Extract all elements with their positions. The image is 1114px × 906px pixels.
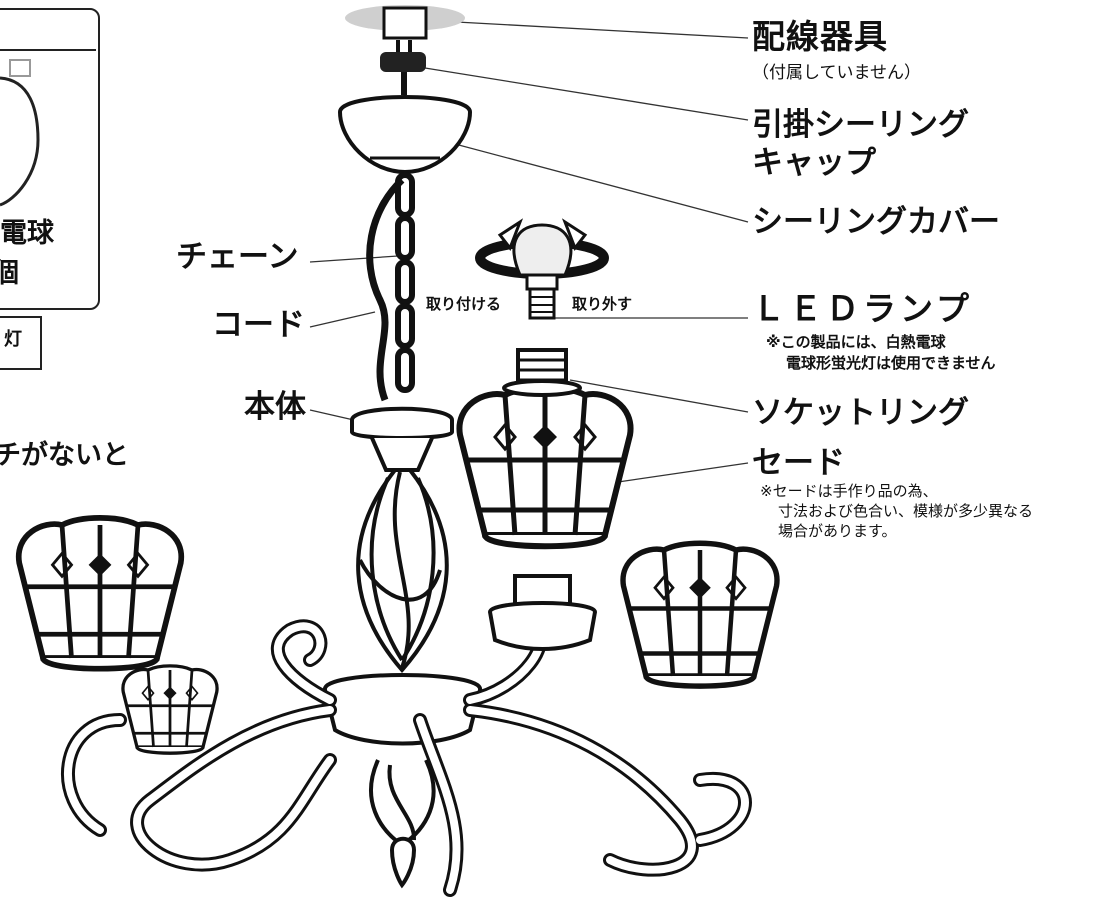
label-ceiling-cap-2: キャップ bbox=[752, 145, 876, 181]
socket-cup-icon bbox=[487, 601, 598, 651]
label-ceiling-cover: シーリングカバー bbox=[752, 204, 1000, 240]
label-led-note-1: ※この製品には、白熱電球 bbox=[766, 333, 946, 351]
ceiling-cap-icon bbox=[380, 52, 426, 72]
label-body: 本体 bbox=[244, 389, 306, 425]
left-bulb-caption-1: 電球 bbox=[0, 218, 54, 249]
bulb-outline-icon bbox=[0, 76, 40, 207]
label-wiring-device: 配線器具 bbox=[752, 17, 888, 56]
label-chain: チェーン bbox=[176, 239, 299, 275]
leader-lines bbox=[309, 19, 749, 483]
label-shade-note-2: 寸法および色合い、模様が多少異なる bbox=[778, 502, 1034, 520]
bulb-base-icon bbox=[9, 59, 31, 77]
lamp-count-box bbox=[0, 316, 42, 370]
body-neck-icon bbox=[370, 437, 434, 472]
cap-prongs-icon bbox=[396, 40, 412, 52]
label-ceiling-cap-1: 引掛シーリング bbox=[752, 107, 969, 143]
left-partial-text: チがないと bbox=[0, 440, 129, 471]
label-socket-ring: ソケットリング bbox=[752, 395, 969, 431]
label-shade-note-3: 場合があります。 bbox=[778, 522, 897, 540]
shade-center-icon bbox=[459, 388, 630, 547]
lower-cage-icon bbox=[369, 759, 436, 848]
ceiling-cover-icon bbox=[337, 95, 473, 175]
shade-right-icon bbox=[623, 543, 777, 686]
leader-wiring bbox=[419, 19, 749, 39]
leader-shade bbox=[617, 462, 749, 483]
shade-back-left-icon bbox=[121, 664, 219, 755]
hub-icon bbox=[323, 673, 482, 746]
label-cord: コード bbox=[212, 307, 305, 343]
cord-icon bbox=[366, 177, 405, 402]
wiring-device-icon bbox=[382, 6, 428, 40]
rotate-right-arrow-icon bbox=[561, 218, 588, 252]
label-shade: セード bbox=[752, 445, 845, 481]
leader-cord bbox=[309, 311, 376, 328]
body-cup-icon bbox=[350, 406, 454, 440]
label-attach: 取り付ける bbox=[426, 295, 502, 313]
label-shade-note-1: ※セードは手作り品の為、 bbox=[760, 482, 938, 500]
leader-chain bbox=[309, 255, 399, 263]
label-led-lamp: ＬＥＤランプ bbox=[752, 289, 974, 328]
shade-left-icon bbox=[19, 518, 182, 669]
body-cage-icon bbox=[356, 468, 449, 674]
chain-icon bbox=[395, 172, 415, 393]
leader-socket bbox=[569, 379, 749, 413]
left-bulb-caption-2: 個 bbox=[0, 258, 19, 289]
leader-cover bbox=[439, 139, 749, 223]
socket-ring-icon bbox=[502, 348, 582, 397]
left-lamp-box-text: 灯 bbox=[4, 329, 22, 350]
label-led-note-2: 電球形蛍光灯は使用できません bbox=[786, 354, 996, 372]
finial-icon bbox=[389, 836, 417, 889]
leader-cap bbox=[424, 67, 749, 121]
rotate-left-arrow-icon bbox=[497, 218, 524, 252]
led-lamp-icon bbox=[475, 223, 609, 320]
label-wiring-device-note: （付属していません） bbox=[752, 63, 921, 83]
label-detach: 取り外す bbox=[572, 295, 633, 313]
